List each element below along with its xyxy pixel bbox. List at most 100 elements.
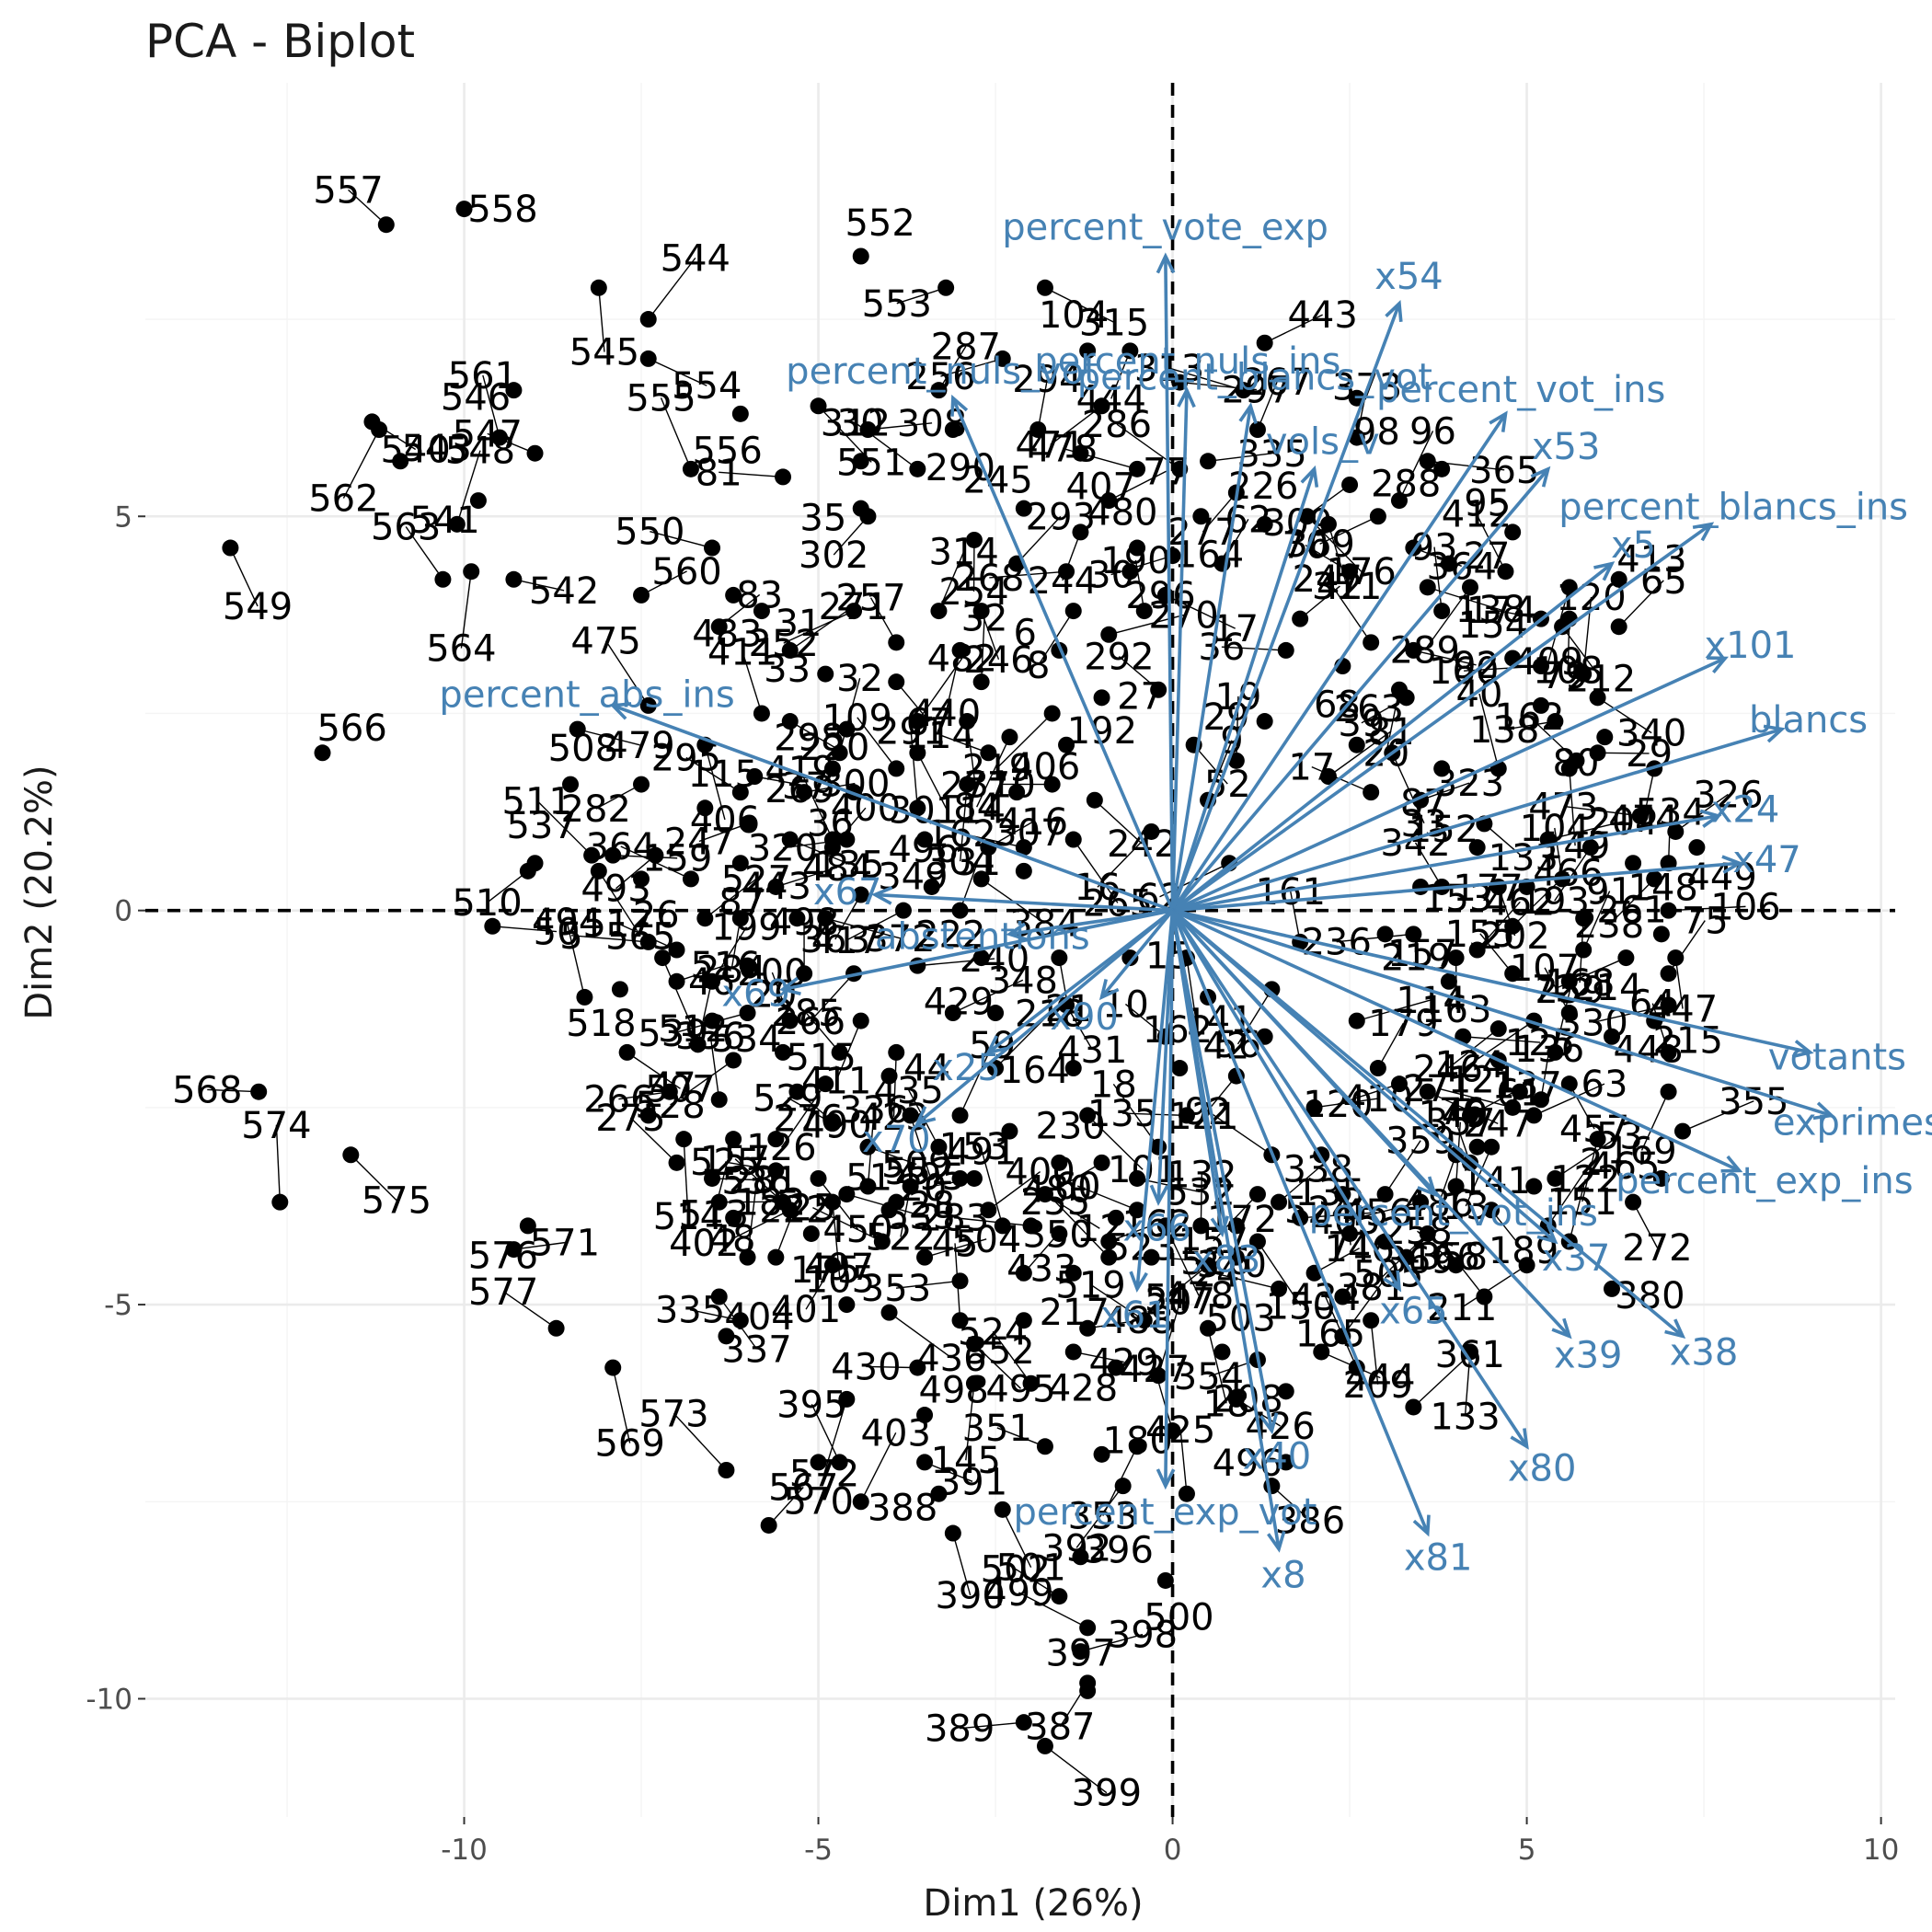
individual-point [1433,760,1451,777]
individual-label: 547 [453,413,523,455]
individual-label: 386 [1275,1501,1345,1543]
individual-label: 52 [1204,764,1251,806]
individual-point [1093,689,1110,707]
individual-label: 462 [1485,881,1555,924]
individual-label: 291 [876,711,946,753]
variable-arrow-head [1156,252,1176,274]
individual-leader-line [1463,1036,1541,1043]
individual-label: 302 [799,535,868,577]
individual-label: 28 [908,1185,955,1227]
individual-leader-line [1547,1161,1593,1226]
individual-label: 153 [939,1126,1009,1168]
individual-label: 289 [1390,629,1460,672]
individual-point [923,878,940,895]
individual-leader-line [892,1052,897,1117]
individual-point [1064,1060,1082,1077]
individual-point [1051,1225,1068,1242]
individual-leader-line [924,1238,987,1259]
variable-arrow-head [871,886,893,905]
variable-arrow-shaft [1164,910,1175,1487]
individual-point [562,776,580,793]
individual-label: 310 [965,764,1035,806]
individual-point [1603,1028,1620,1045]
individual-label: 75 [1682,901,1729,943]
individual-leader-line [768,1487,804,1526]
individual-leader-line [487,432,535,454]
x-tick-label: 0 [1164,1834,1182,1867]
variable-arrow-head [1530,466,1551,488]
individual-point [704,1012,721,1029]
individual-point [930,1485,948,1502]
variable-arrow-shaft [1171,523,1712,913]
individual-label: 435 [874,1070,944,1112]
individual-leader-line [613,854,678,859]
variable-arrow-head [1238,402,1258,424]
individual-leader-line [810,972,855,1022]
individual-label: 42 [1202,1025,1249,1067]
individual-label: 552 [884,1151,954,1193]
individual-leader-line [1016,515,1062,565]
individual-label: 337 [721,1328,791,1371]
individual-point [1008,784,1026,801]
individual-leader-line [959,861,979,911]
individual-label: 342 [1380,822,1450,865]
individual-label: 525 [690,1142,760,1184]
individual-point [455,201,473,218]
individual-label: 163 [1421,989,1491,1031]
y-tick-label: 5 [114,500,132,534]
individual-label: 276 [773,1098,843,1140]
individuals-layer: 5585575455445465405615625435475495485415… [172,169,1788,1814]
individual-leader-line [1050,405,1102,446]
variable-arrow-head [1707,656,1729,674]
individual-label: 125 [1505,1022,1575,1064]
individual-label: 315 [1079,302,1149,344]
individual-point [852,247,869,265]
variable-arrow-shaft [1171,909,1685,1338]
variable-arrow-head [1721,855,1743,874]
individual-leader-line [704,878,757,919]
individual-leader-line [937,346,967,391]
individual-label: 361 [1435,1334,1505,1376]
individual-point [1129,460,1146,477]
variable-arrow-shaft [1164,256,1175,911]
variable-label: percent_exp_ins [1616,1160,1913,1202]
individual-label: 283 [919,1198,989,1240]
individual-label: 294 [1012,359,1082,401]
individual-point [1256,515,1273,533]
individual-leader-line [1109,614,1184,636]
variable-label: exprimes [1773,1101,1932,1144]
individual-label: 5 [559,915,582,958]
individual-label: 277 [940,765,1010,807]
individual-label: 208 [1213,1378,1282,1420]
individual-point [838,1296,856,1314]
individual-leader-line [719,1296,758,1350]
variable-arrow-head [1699,809,1722,828]
variable-label: x53 [1532,426,1601,468]
individual-point [1532,696,1549,714]
individual-leader-line [959,1044,994,1116]
individual-label: 29 [1202,696,1249,739]
individual-label: 499 [983,1572,1053,1615]
individual-leader-line [952,979,1024,1014]
individual-leader-line [1200,1174,1203,1226]
individual-label: 166 [1409,1236,1479,1279]
individual-leader-line [1134,559,1145,612]
individual-leader-line [742,651,763,714]
individual-leader-line [482,374,500,438]
individual-label: 84 [953,787,1000,829]
individual-leader-line [834,894,862,940]
individual-label: 391 [937,1461,1007,1503]
individual-label: 189 [1489,1230,1558,1272]
individual-label: 510 [452,882,522,925]
individual-label: 507 [645,1068,715,1110]
individual-label: 261 [1596,890,1666,932]
individual-leader-line [348,189,387,225]
individual-leader-line [513,579,565,592]
individual-leader-line [1667,811,1672,864]
individual-label: 199 [711,907,781,949]
variable-label: x8 [1260,1554,1305,1596]
variable-arrow-shaft [1170,303,1401,912]
individual-label: 35 [799,497,846,539]
individual-leader-line [725,1161,776,1172]
